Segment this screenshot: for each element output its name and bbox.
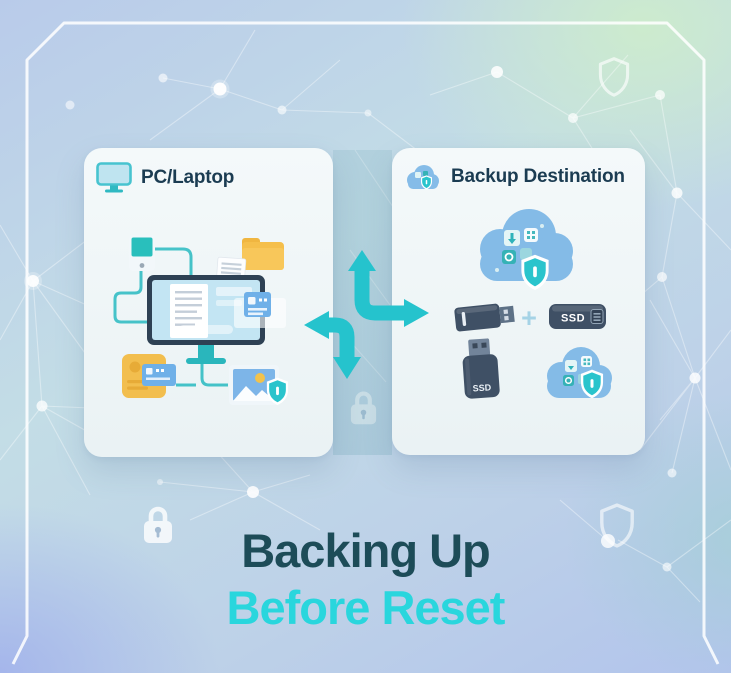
title-line-1: Backing Up [241, 524, 491, 577]
cloud-shield-icon [407, 165, 439, 190]
pc-panel-title: PC/Laptop [141, 166, 235, 188]
arrow-up-right-icon [348, 250, 429, 327]
monitor-icon [96, 162, 132, 193]
backup-destination-panel: + SSD SSD [392, 148, 645, 455]
folder-icon [242, 238, 284, 270]
shield-lock-icon [521, 254, 549, 290]
poster-title: Backing Up Before Reset [0, 522, 731, 636]
file-card-icon [122, 354, 176, 398]
ssd-drive-label: SSD [561, 313, 585, 325]
backup-panel-header: Backup Destination [404, 162, 637, 192]
backup-panel-title: Backup Destination [451, 166, 625, 187]
id-card-icon [234, 292, 286, 328]
usb-flash-drive-icon [454, 303, 515, 332]
pc-panel-header: PC/Laptop [96, 162, 325, 193]
plus-icon: + [521, 303, 537, 333]
pc-laptop-panel: PC/Laptop [84, 148, 333, 457]
backup-options-illustration: + SSD SSD [454, 209, 612, 399]
pc-data-illustration [113, 235, 289, 406]
transfer-arrows [304, 250, 429, 379]
monitor-illustration [147, 275, 265, 364]
cloud-backup-small-icon [547, 347, 612, 399]
usb-ssd-stick-icon: SSD [462, 338, 500, 399]
title-line-2: Before Reset [226, 581, 506, 634]
ssd-drive-icon: SSD [549, 304, 606, 329]
arrow-left-down-icon [304, 311, 361, 379]
cloud-backup-icon [480, 209, 573, 290]
shield-outline-icon [597, 56, 631, 97]
photo-icon [229, 365, 289, 406]
connector-lines [113, 247, 228, 387]
phone-icon [129, 235, 155, 271]
ssd-stick-label: SSD [472, 382, 492, 393]
